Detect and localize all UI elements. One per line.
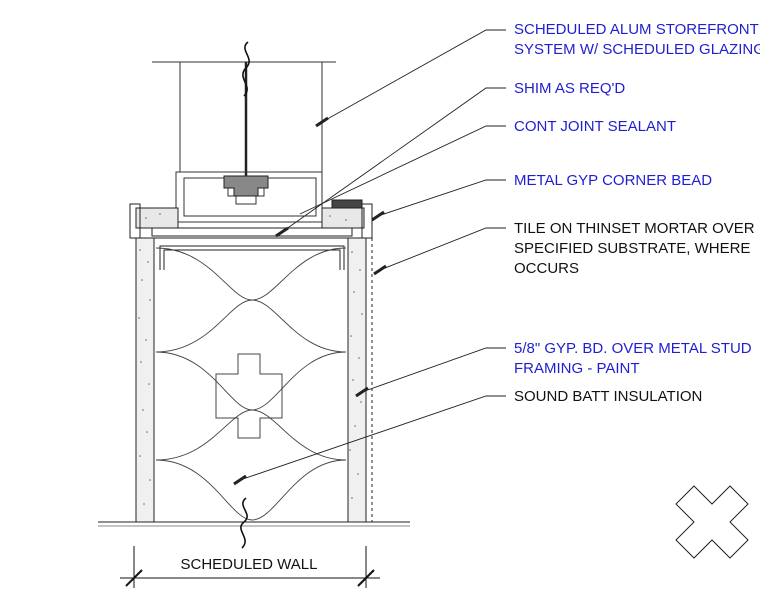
callout-gyp-line1: 5/8" GYP. BD. OVER METAL STUD [514,340,752,357]
break-symbol-bottom [240,497,248,549]
floor-line [98,521,410,527]
callout-sealant: CONT JOINT SEALANT [514,118,676,135]
callout-storefront-line1: SCHEDULED ALUM STOREFRONT [514,21,759,38]
head-cap [150,227,354,239]
callout-tile-line2: SPECIFIED SUBSTRATE, WHERE [514,240,750,257]
callout-gyp: 5/8" GYP. BD. OVER METAL STUD FRAMING - … [514,340,752,377]
callout-tile-line3: OCCURS [514,260,579,277]
callout-storefront: SCHEDULED ALUM STOREFRONT SYSTEM W/ SCHE… [514,21,760,58]
callout-gyp-line2: FRAMING - PAINT [514,360,640,377]
callout-insulation: SOUND BATT INSULATION [514,388,702,405]
section-cross-symbol [675,485,749,559]
callout-cornerbead: METAL GYP CORNER BEAD [514,172,712,189]
stud-center-cross [215,353,283,439]
dimension-label: SCHEDULED WALL [181,556,318,573]
callout-tile: TILE ON THINSET MORTAR OVER SPECIFIED SU… [514,220,755,277]
shim-blocks [129,199,373,239]
callout-insulation-line1: SOUND BATT INSULATION [514,388,702,405]
dimension-line [120,546,380,588]
gyp-board-right [347,232,373,523]
callout-shim-line1: SHIM AS REQ'D [514,80,625,97]
callout-storefront-line2: SYSTEM W/ SCHEDULED GLAZING [514,41,760,58]
gyp-stipple [138,213,363,505]
metal-stud [159,245,345,270]
callout-shim: SHIM AS REQ'D [514,80,625,97]
callout-tile-line1: TILE ON THINSET MORTAR OVER [514,220,755,237]
break-symbol-top [242,41,250,97]
gyp-board-left [135,237,155,523]
leader-lines [233,29,506,486]
storefront-frame [152,61,336,223]
batt-insulation [155,247,347,521]
callout-sealant-line1: CONT JOINT SEALANT [514,118,676,135]
callout-cornerbead-line1: METAL GYP CORNER BEAD [514,172,712,189]
